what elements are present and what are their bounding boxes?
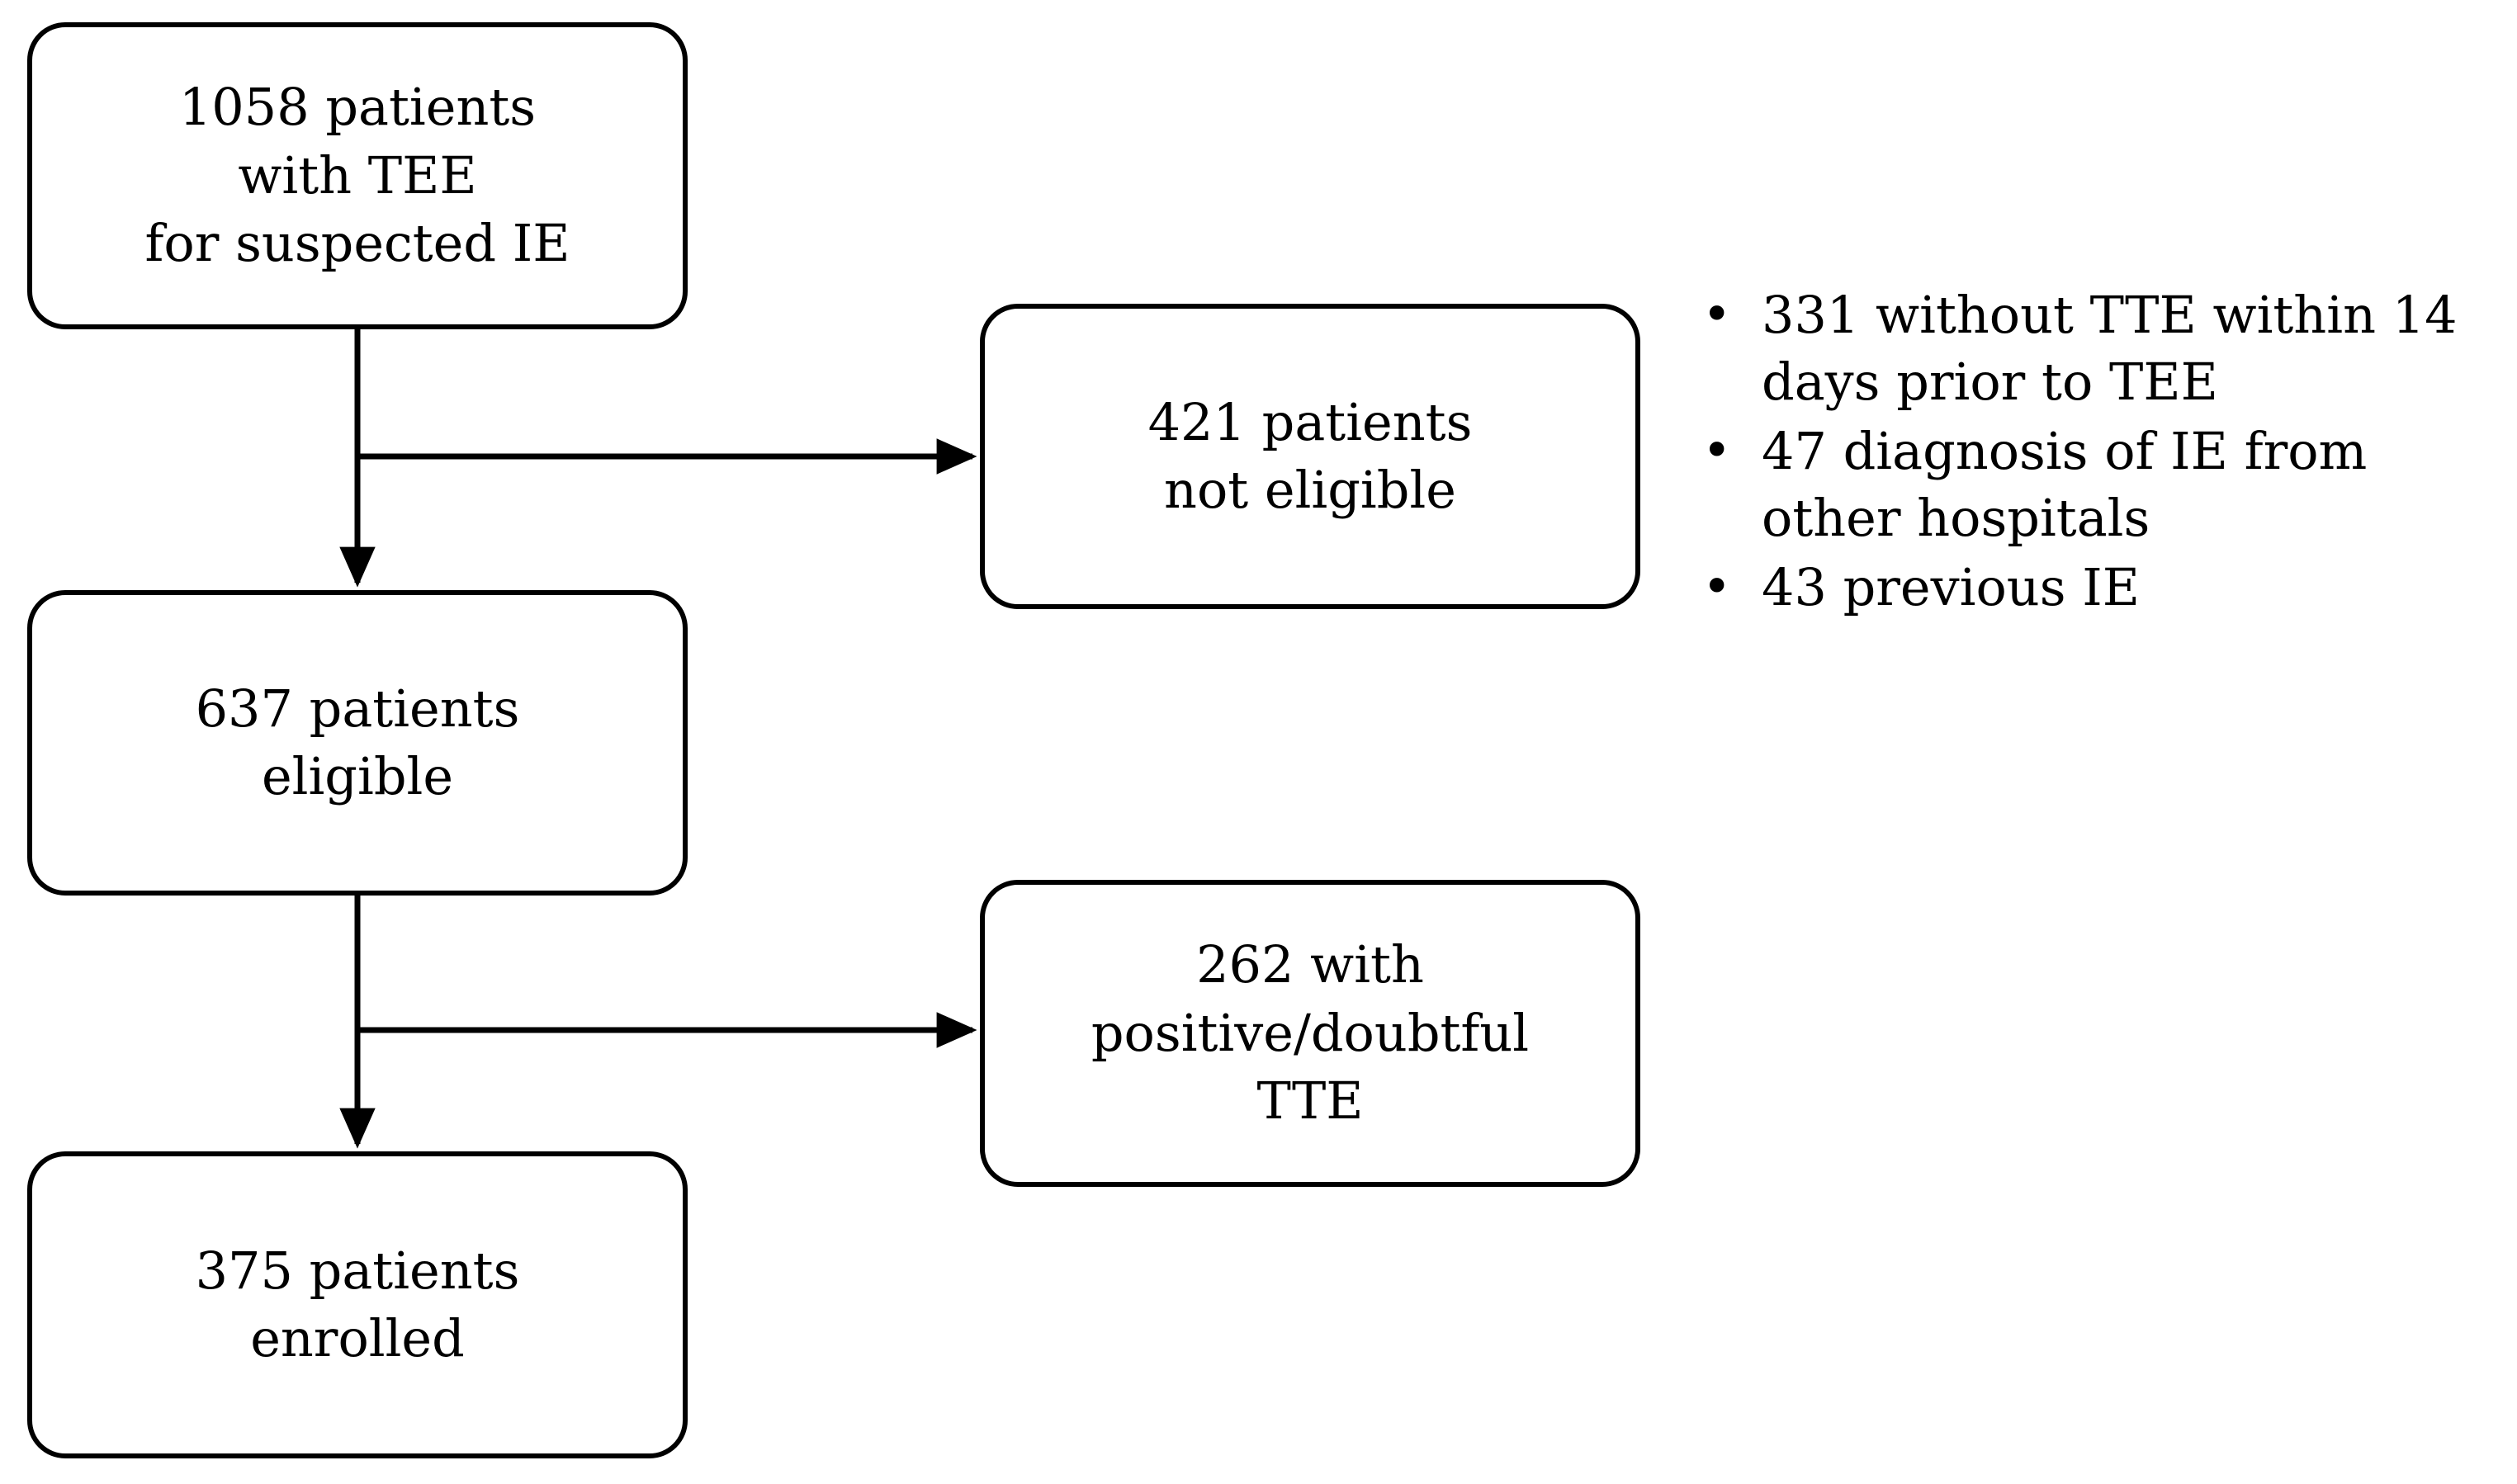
node-enrolled-label: 375 patients enrolled bbox=[195, 1240, 520, 1368]
exclusion-reason-text: 331 without TTE within 14 days prior to … bbox=[1762, 285, 2458, 412]
node-screened-patients: 1058 patients with TEE for suspected IE bbox=[27, 22, 688, 329]
node-eligible: 637 patients eligible bbox=[27, 590, 688, 896]
bullet-icon: • bbox=[1702, 422, 1732, 480]
bullet-icon: • bbox=[1702, 558, 1732, 617]
bullet-icon: • bbox=[1702, 286, 1732, 343]
exclusion-reason-text: 43 previous IE bbox=[1762, 557, 2141, 618]
exclusion-reason-text: 47 diagnosis of IE from other hospitals bbox=[1762, 421, 2368, 548]
list-item: • 43 previous IE bbox=[1691, 555, 2504, 621]
node-positive-doubtful-tte: 262 with positive/doubtful TTE bbox=[980, 880, 1640, 1187]
list-item: • 47 diagnosis of IE from other hospital… bbox=[1691, 418, 2504, 551]
node-not-eligible-label: 421 patients not eligible bbox=[1147, 391, 1473, 520]
node-not-eligible: 421 patients not eligible bbox=[980, 304, 1640, 609]
node-positive-doubtful-tte-label: 262 with positive/doubtful TTE bbox=[1091, 934, 1530, 1132]
exclusion-reasons-list: • 331 without TTE within 14 days prior t… bbox=[1691, 282, 2504, 625]
list-item: • 331 without TTE within 14 days prior t… bbox=[1691, 282, 2504, 415]
node-eligible-label: 637 patients eligible bbox=[195, 678, 520, 806]
node-screened-label: 1058 patients with TEE for suspected IE bbox=[144, 77, 570, 274]
node-enrolled: 375 patients enrolled bbox=[27, 1151, 688, 1458]
